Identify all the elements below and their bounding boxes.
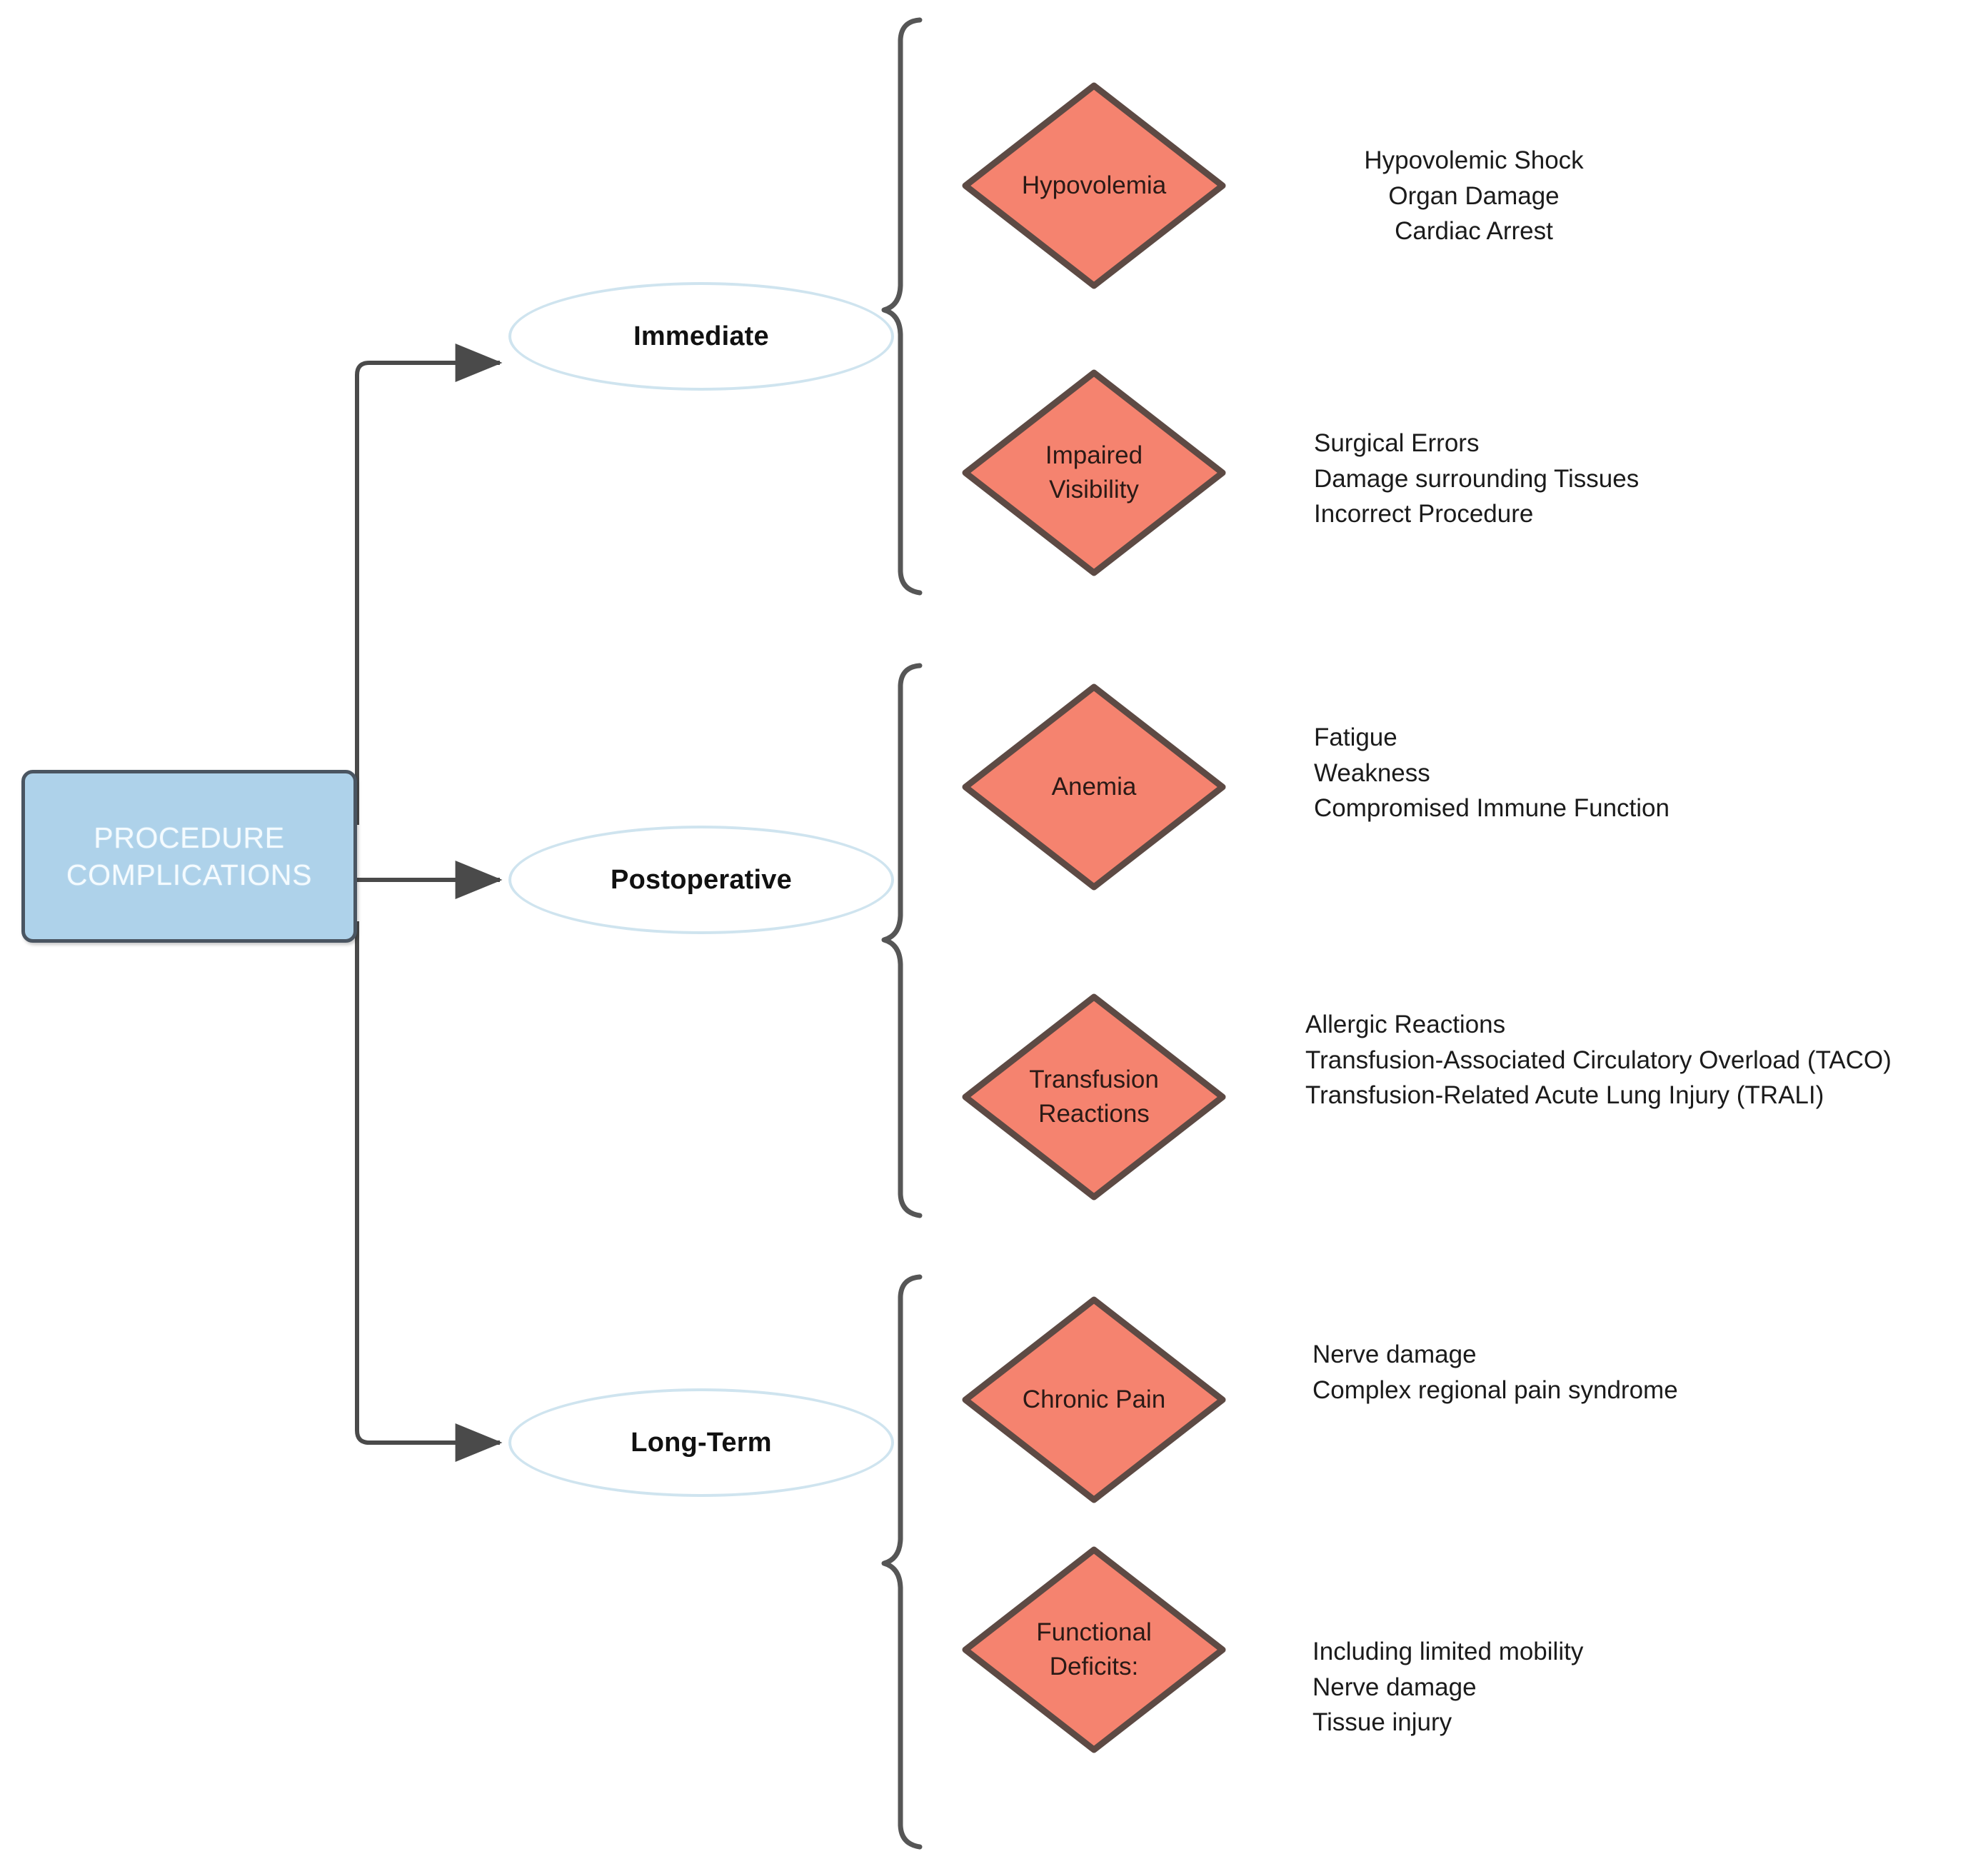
connector-root-to-immediate xyxy=(355,344,503,825)
complication-node-chronic-pain[interactable]: Chronic Pain xyxy=(958,1293,1230,1507)
complication-node-transfusion-reactions[interactable]: Transfusion Reactions xyxy=(958,990,1230,1204)
complication-label-transfusion-reactions: Transfusion Reactions xyxy=(1029,1066,1159,1128)
stage-node-immediate[interactable]: Immediate xyxy=(508,282,894,391)
complication-label-impaired-visibility: Impaired Visibility xyxy=(1045,441,1143,503)
brace-immediate xyxy=(881,17,923,596)
complication-label-hypovolemia: Hypovolemia xyxy=(1021,171,1167,200)
complication-label-functional-deficits: Functional Deficits: xyxy=(1036,1618,1152,1680)
root-node-procedure-complications[interactable]: PROCEDURE COMPLICATIONS xyxy=(21,770,357,943)
stage-label-immediate: Immediate xyxy=(633,321,769,351)
stage-label-postoperative: Postoperative xyxy=(611,864,792,895)
brace-postoperative xyxy=(881,663,923,1218)
stage-node-long-term[interactable]: Long-Term xyxy=(508,1388,894,1497)
outcomes-list-hypovolemia: Hypovolemic Shock Organ Damage Cardiac A… xyxy=(1364,146,1584,246)
complication-label-chronic-pain: Chronic Pain xyxy=(1022,1386,1166,1414)
connector-root-to-long-term xyxy=(355,921,503,1462)
outcomes-list-functional-deficits: Including limited mobility Nerve damage … xyxy=(1312,1638,1584,1737)
brace-long-term xyxy=(881,1274,923,1850)
complication-node-hypovolemia[interactable]: Hypovolemia xyxy=(958,79,1230,293)
root-node-label: PROCEDURE COMPLICATIONS xyxy=(66,821,313,891)
complication-node-functional-deficits[interactable]: Functional Deficits: xyxy=(958,1543,1230,1757)
complication-node-anemia[interactable]: Anemia xyxy=(958,680,1230,894)
outcomes-list-impaired-visibility: Surgical Errors Damage surrounding Tissu… xyxy=(1314,429,1640,528)
outcomes-list-anemia: Fatigue Weakness Compromised Immune Func… xyxy=(1314,723,1670,823)
outcomes-list-chronic-pain: Nerve damage Complex regional pain syndr… xyxy=(1312,1341,1678,1404)
stage-label-long-term: Long-Term xyxy=(631,1427,772,1458)
stage-node-postoperative[interactable]: Postoperative xyxy=(508,826,894,934)
complication-label-anemia: Anemia xyxy=(1051,773,1137,801)
outcomes-list-transfusion-reactions: Allergic Reactions Transfusion-Associate… xyxy=(1305,1011,1892,1110)
complication-node-impaired-visibility[interactable]: Impaired Visibility xyxy=(958,366,1230,580)
